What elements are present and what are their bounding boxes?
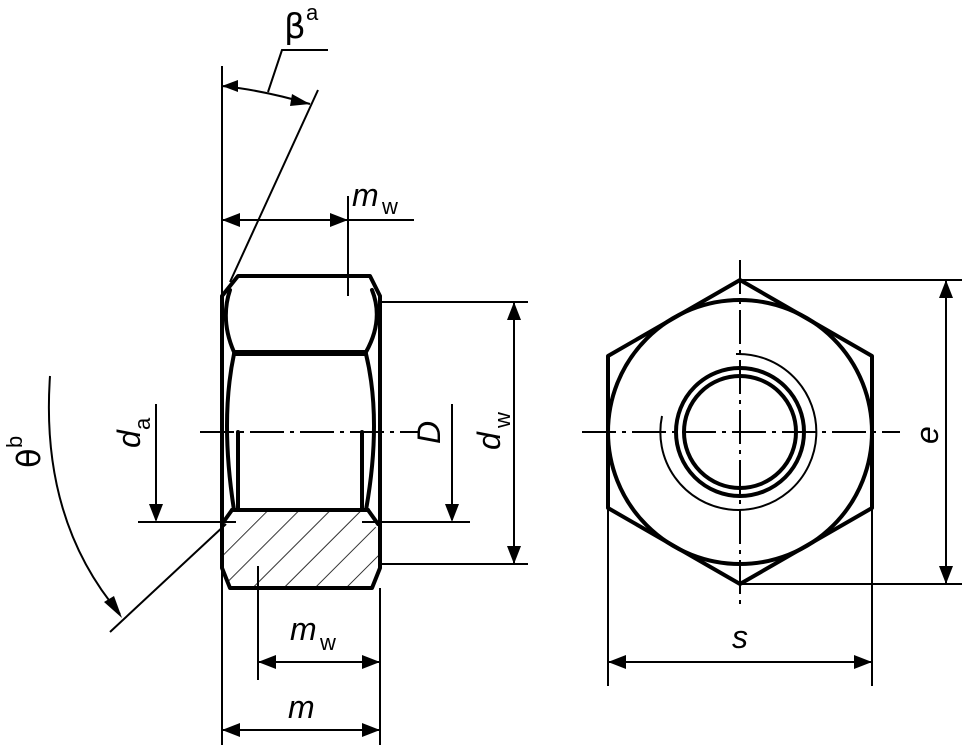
- beta-label: β: [284, 7, 306, 47]
- m-arrow-right: [362, 723, 380, 737]
- e-arrow-top: [939, 280, 953, 298]
- mw-bottom-arrow-right: [362, 655, 380, 669]
- right-flank-curve: [364, 352, 376, 512]
- theta-arrow: [104, 596, 122, 618]
- mw-top-arrow-left: [222, 213, 240, 227]
- da-arrow: [149, 504, 163, 522]
- s-arrow-right: [854, 655, 872, 669]
- side-view: β a m w d a D d w θ b: [2, 0, 528, 745]
- beta-leader: [267, 49, 328, 93]
- m-label: m: [288, 689, 315, 725]
- mw-bottom-sub: w: [319, 630, 336, 655]
- beta-sup: a: [306, 0, 319, 25]
- dw-arrow-top: [507, 302, 521, 320]
- upper-chamfer-curve: [223, 288, 379, 354]
- theta-angle-line: [109, 523, 227, 633]
- theta-sup: b: [2, 436, 27, 448]
- s-label: s: [732, 619, 748, 655]
- dw-label: d: [471, 431, 507, 450]
- beta-arrow-left: [222, 80, 238, 92]
- thread-arc: [659, 352, 818, 511]
- mw-top-sub: w: [381, 194, 398, 219]
- beta-angle-line: [229, 89, 319, 283]
- theta-arc: [47, 375, 121, 615]
- mw-bottom-label: m: [290, 611, 317, 647]
- m-arrow-left: [222, 723, 240, 737]
- D-arrow: [445, 504, 459, 522]
- dw-arrow-bottom: [507, 546, 521, 564]
- front-view: s e: [582, 260, 962, 686]
- e-label: e: [909, 426, 945, 444]
- beta-arrow-right: [290, 94, 310, 106]
- mw-bottom-arrow-left: [258, 655, 276, 669]
- left-flank-curve: [225, 352, 236, 512]
- mw-top-label: m: [352, 177, 379, 213]
- s-arrow-left: [608, 655, 626, 669]
- mw-top-arrow-right: [330, 213, 348, 227]
- da-sub: a: [130, 417, 155, 430]
- theta-label: θ: [10, 448, 48, 468]
- hatched-section: [222, 510, 378, 588]
- dw-sub: w: [490, 412, 515, 429]
- e-arrow-bottom: [939, 566, 953, 584]
- D-label: D: [411, 421, 447, 444]
- da-label: d: [111, 429, 147, 448]
